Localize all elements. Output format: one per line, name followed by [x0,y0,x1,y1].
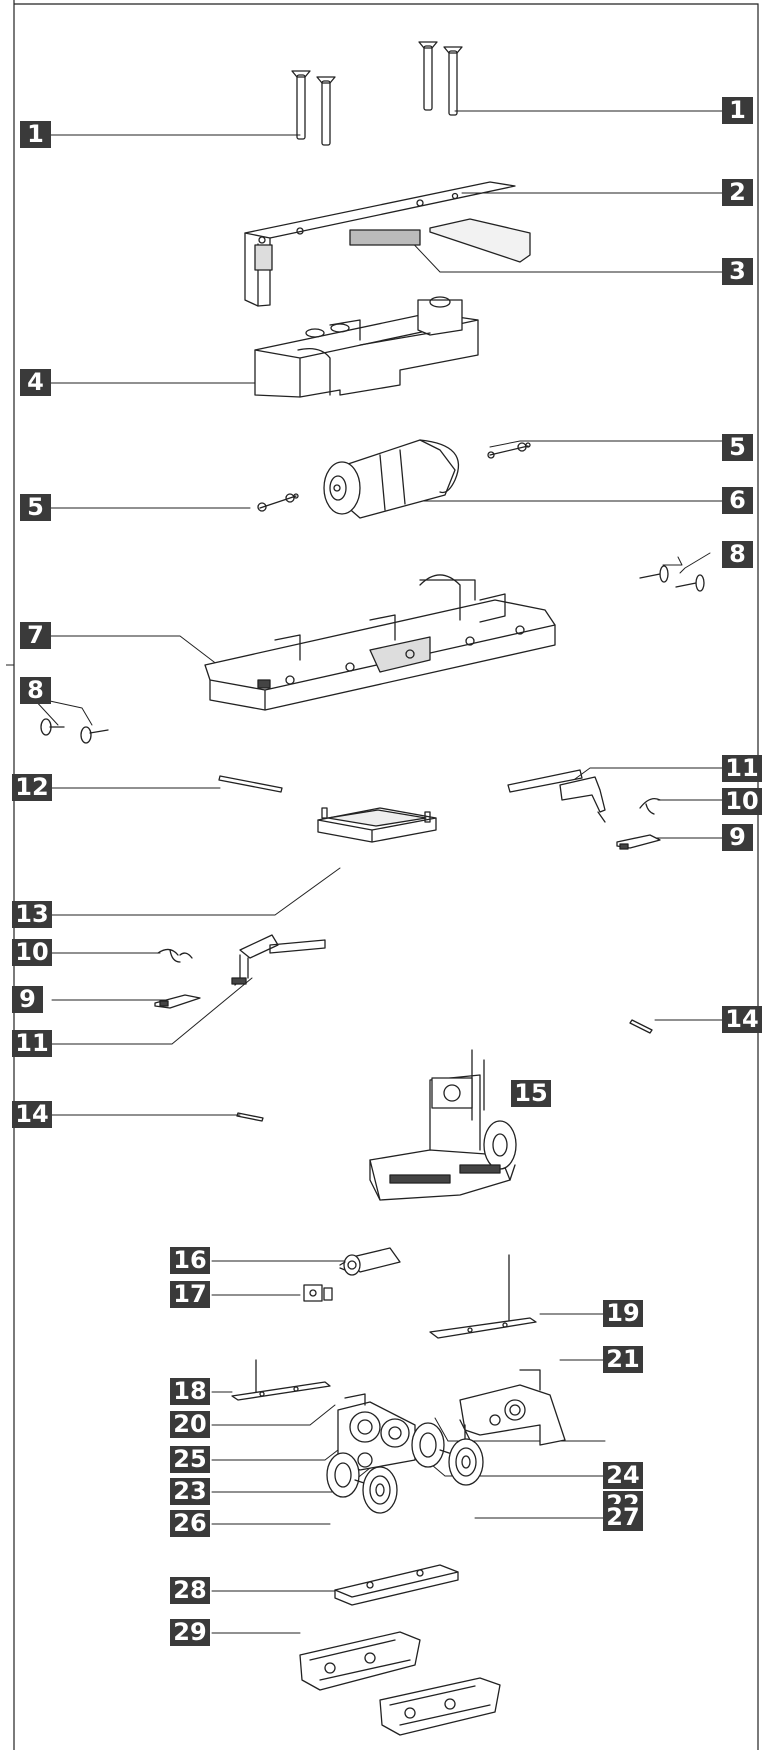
callout-8-right: 8 [722,541,753,568]
callout-8-left: 8 [20,677,51,704]
contact-pin-left [257,493,299,512]
callout-14-left: 14 [12,1101,52,1128]
callout-12: 12 [12,774,52,801]
rivets-left [40,718,109,744]
callout-17: 17 [170,1281,210,1308]
callout-2: 2 [722,179,753,206]
callout-1-left: 1 [20,121,51,148]
motor-housing [254,296,479,398]
clip-right [639,797,661,815]
callout-29: 29 [170,1619,210,1646]
rivets-right [639,565,705,592]
callout-13: 13 [12,901,52,928]
callout-10-left: 10 [12,939,52,966]
wheelset-27 [411,1422,484,1486]
callout-11-left: 11 [12,1030,52,1057]
page-border [13,0,759,1750]
frame-13 [317,807,437,843]
callout-10-right: 10 [722,788,762,815]
callout-25: 25 [170,1446,210,1473]
callout-1-right: 1 [722,97,753,124]
pin-14-left [236,1112,264,1122]
contact-pin-right [487,442,531,459]
contact-strip-19 [429,1254,537,1339]
side-frames-29 [299,1631,501,1736]
screws-right [418,41,463,116]
pin-14-right [629,1019,653,1034]
callout-7: 7 [20,622,51,649]
callout-20: 20 [170,1411,210,1438]
lever-right [507,769,606,823]
callout-11-right: 11 [722,755,762,782]
main-frame [204,574,556,711]
bogie-assembly [369,1049,517,1201]
callout-9-left: 9 [12,986,43,1013]
callout-4: 4 [20,369,51,396]
coupler-left [154,994,201,1009]
callout-5-left: 5 [20,494,51,521]
top-plate [244,181,531,307]
wheelset-26 [326,1452,398,1514]
callout-3: 3 [722,258,753,285]
motor [323,439,460,519]
gear-box [337,1393,436,1471]
rod-12 [218,775,283,793]
bracket-17 [303,1284,333,1302]
leader-lines [32,110,723,1634]
callout-6: 6 [722,487,753,514]
callout-18: 18 [170,1378,210,1405]
coupler-right [616,834,661,850]
bogie-half-21 [459,1369,566,1451]
callout-23: 23 [170,1478,210,1505]
callout-24: 24 [603,1462,643,1489]
callout-9-right: 9 [722,824,753,851]
screws-left [291,70,336,146]
callout-19: 19 [603,1300,643,1327]
callout-16: 16 [170,1247,210,1274]
callout-15: 15 [511,1080,551,1107]
callout-14-right: 14 [722,1006,762,1033]
clip-left [157,948,193,963]
base-plate-28 [334,1564,459,1606]
callout-26: 26 [170,1510,210,1537]
contact-strip-18 [231,1359,331,1401]
callout-5-right: 5 [722,434,753,461]
callout-27: 27 [603,1504,643,1531]
small-motor [339,1247,401,1276]
lever-left [231,934,326,986]
callout-21: 21 [603,1346,643,1373]
callout-28: 28 [170,1577,210,1604]
